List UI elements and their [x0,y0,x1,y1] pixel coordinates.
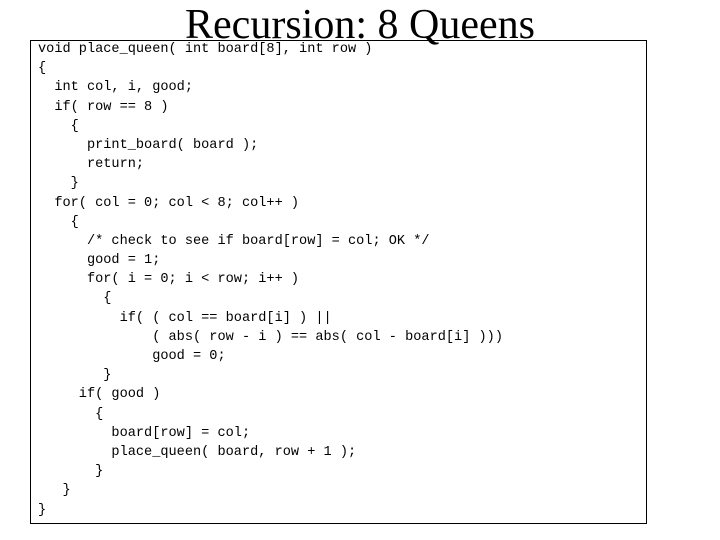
code-line: { [38,406,104,422]
code-line: int col, i, good; [38,80,193,96]
slide-title: Recursion: 8 Queens [185,2,535,48]
code-line: } [38,483,71,499]
code-line: { [38,61,47,77]
code-line: if( good ) [38,387,161,403]
code-listing: void place_queen( int board[8], int row … [38,40,503,520]
code-line: good = 0; [38,349,226,364]
code-box [30,40,647,524]
code-line: board[row] = col; [38,425,251,441]
code-line: { [38,118,79,134]
code-line: if( ( col == board[i] ) || [38,310,332,326]
code-line: /* check to see if board[row] = col; OK … [38,233,430,249]
code-line: { [38,291,112,307]
code-line: print_board( board ); [38,137,259,153]
code-line: for( col = 0; col < 8; col++ ) [38,195,300,211]
code-line: return; [38,157,145,173]
code-line: for( i = 0; i < row; i++ ) [38,272,300,288]
code-line: void place_queen( int board[8], int row … [38,42,373,57]
code-line: } [38,464,104,480]
code-line: place_queen( board, row + 1 ); [38,444,357,460]
code-line: } [38,502,47,518]
code-line: ( abs( row - i ) == abs( col - board[i] … [38,329,503,345]
code-line: good = 1; [38,253,161,269]
code-line: } [38,368,112,384]
code-line: } [38,176,79,192]
code-line: if( row == 8 ) [38,99,169,115]
code-line: { [38,214,79,230]
